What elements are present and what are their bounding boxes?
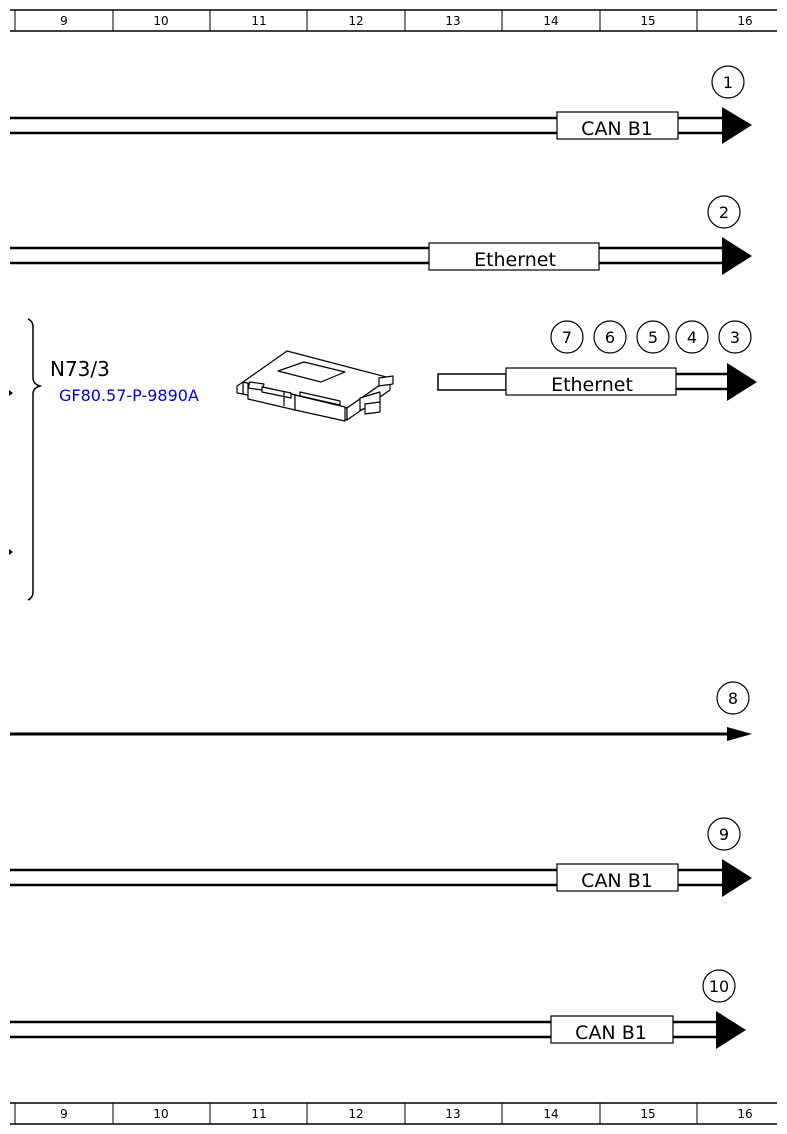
ruler-bottom-col-12: 12 [348,1107,363,1121]
connection-number-badge[interactable] [636,320,670,354]
ruler-top-col-14: 14 [543,14,558,28]
connection-number-badge[interactable] [716,681,750,715]
bus-label-box [550,1015,674,1044]
connection-number-badge[interactable] [550,320,584,354]
connection-number-badge[interactable] [718,320,752,354]
ruler-top-col-9: 9 [60,14,68,28]
pin-marker-icon [9,549,13,555]
ruler-bottom-col-14: 14 [543,1107,558,1121]
connection-number-badge[interactable] [707,817,741,851]
connection-1[interactable]: CAN B1 1 [10,65,752,144]
bus-label-box [428,242,600,271]
connection-3-7[interactable]: Ethernet 7 6 5 4 3 [437,320,757,401]
ruler-bottom-col-11: 11 [251,1107,266,1121]
bus-label-box [556,863,679,892]
bus-label-box [556,111,679,140]
arrow-right-icon [727,727,752,741]
connection-8[interactable]: 8 [10,681,752,741]
bus-label-box [505,367,677,396]
component-brace [27,318,43,601]
arrow-right-icon [722,107,752,144]
connection-number-badge[interactable] [593,320,627,354]
connection-number: 5 [648,328,658,347]
connection-number-badge[interactable] [702,969,736,1003]
connection-number: 8 [728,689,738,708]
component-id: N73/3 [50,357,110,381]
bottom-ruler: 9 10 11 12 13 14 15 16 [10,1102,777,1125]
connection-number: 1 [723,73,733,92]
connection-10[interactable]: CAN B1 10 [10,969,746,1049]
ruler-bottom-col-16: 16 [737,1107,752,1121]
top-ruler: 9 10 11 12 13 14 15 16 [10,9,777,32]
connection-number: 4 [687,328,697,347]
connection-number: 9 [719,825,729,844]
bus-label-can-b1: CAN B1 [581,118,653,140]
connection-number-badge[interactable] [707,195,741,229]
arrow-right-icon [716,1011,746,1049]
connection-number: 6 [605,328,615,347]
connection-2[interactable]: Ethernet 2 [10,195,752,275]
connection-9[interactable]: CAN B1 9 [10,817,752,897]
ruler-top-col-10: 10 [153,14,168,28]
ruler-bottom-col-13: 13 [445,1107,460,1121]
connection-number: 7 [562,328,572,347]
ruler-top-col-16: 16 [737,14,752,28]
arrow-right-icon [727,363,757,401]
connection-number-badge[interactable] [675,320,709,354]
component-reference-link[interactable]: GF80.57-P-9890A [59,386,199,405]
connection-number-badge[interactable] [711,65,745,99]
ruler-bottom-col-15: 15 [640,1107,655,1121]
pin-marker-icon [9,390,13,396]
connection-number: 3 [730,328,740,347]
bus-label-can-b1: CAN B1 [575,1022,647,1044]
ruler-bottom-col-10: 10 [153,1107,168,1121]
arrow-right-icon [722,859,752,897]
ruler-top-col-11: 11 [251,14,266,28]
ruler-bottom-col-9: 9 [60,1107,68,1121]
ruler-top-col-12: 12 [348,14,363,28]
bus-label-ethernet: Ethernet [551,374,633,396]
ruler-top-col-15: 15 [640,14,655,28]
arrow-right-icon [722,237,752,275]
bus-label-ethernet: Ethernet [474,249,556,271]
wire-stub [437,373,507,391]
control-unit-icon[interactable] [236,350,394,422]
bus-label-can-b1: CAN B1 [581,870,653,892]
connection-number: 2 [719,203,729,222]
ruler-top-col-13: 13 [445,14,460,28]
connection-number: 10 [709,977,729,996]
component-group: N73/3 GF80.57-P-9890A [9,318,394,601]
